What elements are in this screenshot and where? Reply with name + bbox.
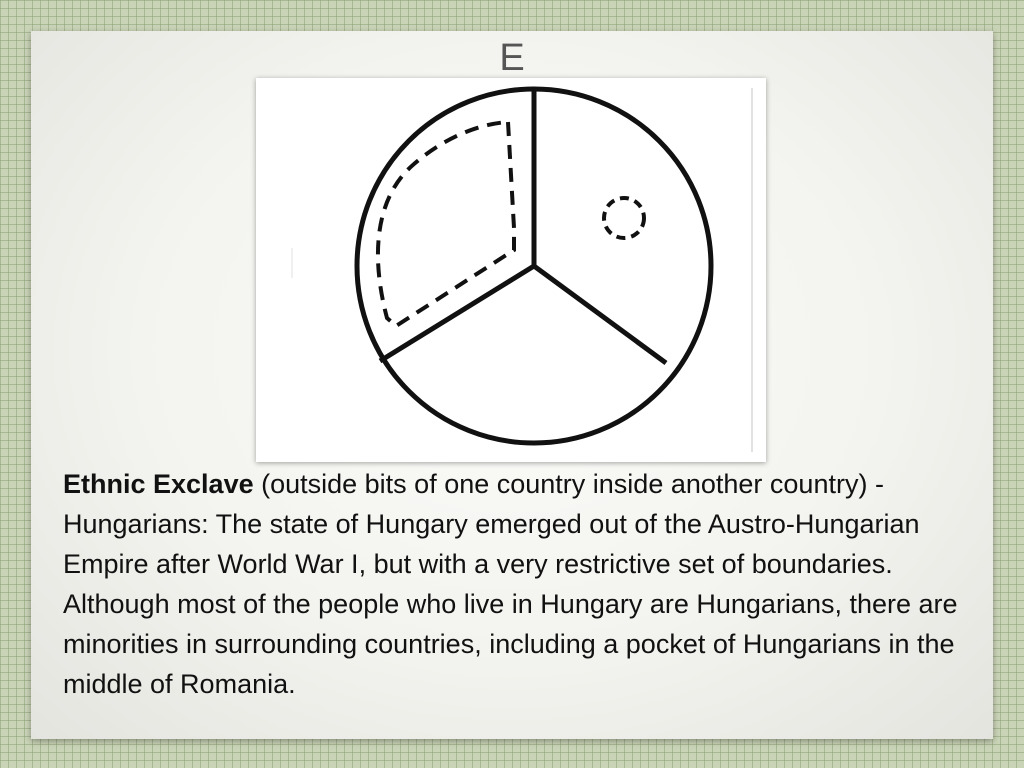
caption-text: (outside bits of one country inside anot… [63, 469, 958, 699]
divider-lower-left [378, 263, 536, 364]
slide-title: E [499, 37, 525, 79]
exclave-diagram [291, 86, 753, 452]
slide-caption: Ethnic Exclave (outside bits of one coun… [63, 464, 983, 704]
divider-lower-right [532, 263, 668, 366]
caption-term: Ethnic Exclave [63, 469, 254, 499]
small-dashed-circle [602, 196, 646, 240]
diagram-frame [256, 78, 766, 462]
dashed-region [375, 119, 516, 329]
